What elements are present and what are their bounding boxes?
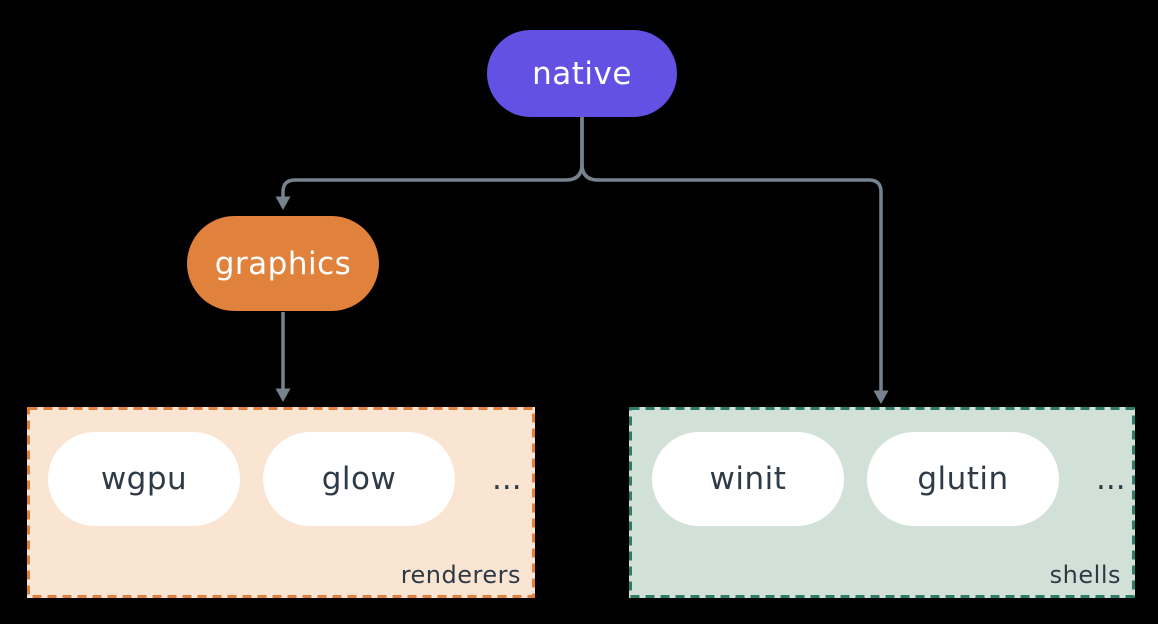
renderers-dashed-border	[27, 407, 535, 598]
node-native-label: native	[532, 55, 632, 92]
arrowhead-shells	[873, 390, 889, 404]
node-graphics-label: graphics	[214, 245, 352, 282]
node-glow-label: glow	[321, 461, 397, 497]
node-graphics: graphics	[187, 216, 379, 311]
node-wgpu-label: wgpu	[100, 461, 188, 497]
arrowhead-graphics	[275, 196, 291, 210]
renderers-group-label: renderers	[400, 561, 521, 589]
node-wgpu: wgpu	[48, 432, 240, 526]
edge-native-graphics	[275, 117, 584, 210]
shells-group-label: shells	[1049, 561, 1121, 589]
node-glutin-label: glutin	[917, 461, 1009, 497]
node-winit-label: winit	[709, 461, 787, 497]
renderers-pill-row: wgpu glow ...	[48, 432, 522, 526]
group-shells: winit glutin ... shells	[629, 407, 1135, 598]
node-winit: winit	[652, 432, 844, 526]
node-native: native	[487, 30, 677, 117]
arrowhead-renderers	[275, 388, 291, 402]
renderers-ellipsis: ...	[492, 461, 522, 497]
shells-ellipsis: ...	[1096, 461, 1126, 497]
node-glow: glow	[263, 432, 455, 526]
edge-native-shells	[580, 117, 889, 404]
node-glutin: glutin	[867, 432, 1059, 526]
edge-graphics-renderers	[275, 312, 291, 402]
group-renderers: wgpu glow ... renderers	[27, 407, 535, 598]
shells-pill-row: winit glutin ...	[652, 432, 1126, 526]
